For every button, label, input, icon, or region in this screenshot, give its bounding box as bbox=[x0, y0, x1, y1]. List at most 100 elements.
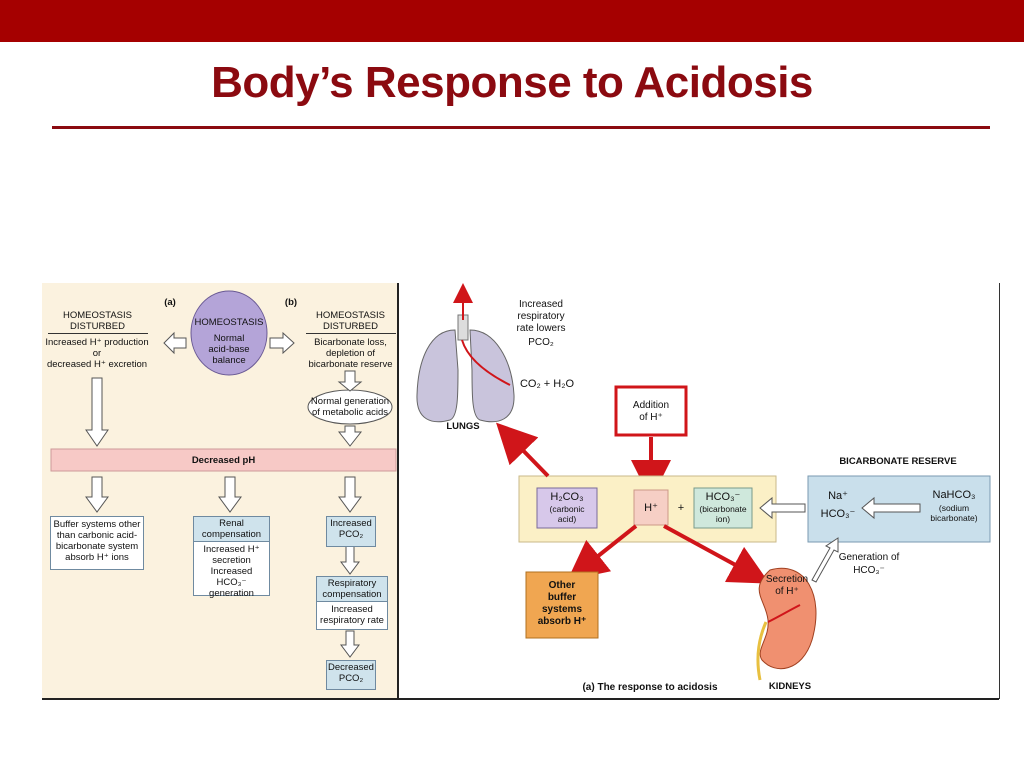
co2-h2o-label: CO₂ + H₂O bbox=[519, 378, 575, 390]
addition-text-1: Addition bbox=[632, 400, 670, 411]
panel-divider bbox=[397, 283, 399, 699]
disturbed-left-title-2: DISTURBED bbox=[70, 321, 125, 332]
kidneys-label: KIDNEYS bbox=[768, 681, 812, 692]
panel-bottom-border bbox=[42, 698, 999, 700]
disturbed-left-text-2: or bbox=[92, 348, 102, 359]
normal-generation-2: of metabolic acids bbox=[311, 407, 389, 418]
dec-pco2-1: Decreased bbox=[328, 662, 374, 673]
arrow-h-to-kidneys bbox=[663, 524, 770, 584]
inc-pco2-1: Increased bbox=[330, 518, 372, 529]
h2co3-label: H₂CO₃ bbox=[550, 491, 584, 503]
other-buffer-box bbox=[525, 571, 599, 639]
h2co3-box bbox=[536, 487, 598, 529]
hco3-sub-1: (bicarbonate bbox=[699, 504, 747, 514]
diagram-caption: (a) The response to acidosis bbox=[582, 682, 718, 693]
dec-pco2-2: PCO₂ bbox=[338, 673, 364, 684]
h-ion-box bbox=[633, 489, 669, 526]
other-buffer-text-4: absorb H⁺ bbox=[537, 616, 587, 627]
disturbed-left-text-3: decreased H⁺ excretion bbox=[46, 359, 148, 370]
hollow-arrow-resp-to-dec bbox=[340, 630, 360, 658]
decreased-ph-label: Decreased pH bbox=[191, 455, 256, 466]
renal-body-3: Increased HCO₃⁻ bbox=[210, 566, 253, 588]
hollow-arrow-ph-to-buffer bbox=[85, 476, 109, 513]
hollow-arrow-down-left bbox=[85, 377, 109, 447]
buffer-systems-box: Buffer systems other than carbonic acid-… bbox=[50, 516, 144, 570]
generation-text-1: Generation of bbox=[838, 552, 900, 563]
secretion-text-2: of H⁺ bbox=[775, 586, 799, 597]
hco3-sub-2: ion) bbox=[715, 514, 731, 524]
resp-note-1: Increased bbox=[519, 299, 563, 310]
nahco3-label: NaHCO₃ bbox=[932, 489, 976, 501]
hollow-arrow-ph-to-renal bbox=[218, 476, 242, 513]
resp-note-2: respiratory bbox=[517, 311, 565, 322]
homeostasis-text-2: acid-base bbox=[208, 344, 250, 355]
respiratory-compensation-box: Respiratory compensation Increased respi… bbox=[316, 576, 388, 630]
h-ion-label: H⁺ bbox=[644, 502, 658, 514]
hollow-arrow-left bbox=[163, 331, 187, 355]
other-buffer-text-2: buffer bbox=[547, 592, 577, 603]
hollow-arrow-pco2-to-resp bbox=[340, 545, 360, 575]
arrow-h-to-lungs bbox=[496, 422, 550, 478]
homeostasis-title: HOMEOSTASIS bbox=[194, 317, 264, 328]
homeostasis-text-1: Normal bbox=[213, 333, 245, 344]
hollow-arrow-down-right bbox=[337, 425, 363, 447]
plus-sign: + bbox=[677, 502, 685, 514]
disturbed-left-rule bbox=[48, 333, 148, 334]
nahco3-sub-1: (sodium bbox=[938, 503, 970, 513]
decreased-pco2-box: Decreased PCO₂ bbox=[326, 660, 376, 690]
resp-head-1: Respiratory bbox=[327, 578, 377, 589]
na-hco3-label: HCO₃⁻ bbox=[820, 508, 856, 520]
generation-text-2: HCO₃⁻ bbox=[853, 565, 885, 576]
lungs-label: LUNGS bbox=[446, 421, 480, 432]
h2co3-sub-1: (carbonic bbox=[549, 504, 585, 514]
hollow-arrow-right bbox=[269, 331, 295, 355]
disturbed-left-title-1: HOMEOSTASIS bbox=[63, 310, 132, 321]
na-label: Na⁺ bbox=[828, 490, 848, 502]
disturbed-right-title-1: HOMEOSTASIS bbox=[316, 310, 385, 321]
slide-title: Body’s Response to Acidosis bbox=[211, 58, 813, 107]
resp-note-3: rate lowers bbox=[516, 323, 566, 334]
disturbed-right-text-2: depletion of bbox=[325, 348, 376, 359]
inc-pco2-2: PCO₂ bbox=[338, 529, 364, 540]
resp-note-4: PCO₂ bbox=[528, 337, 554, 348]
resp-head-2: compensation bbox=[322, 589, 382, 600]
resp-body-1: Increased bbox=[331, 604, 373, 615]
other-buffer-text-3: systems bbox=[541, 604, 583, 615]
buffer-text-1: Buffer systems other bbox=[53, 519, 141, 530]
title-underline bbox=[52, 126, 990, 129]
disturbed-left-text-1: Increased H⁺ production bbox=[45, 337, 149, 348]
normal-generation-1: Normal generation bbox=[310, 396, 390, 407]
homeostasis-circle bbox=[190, 290, 268, 376]
h2co3-sub-2: acid) bbox=[557, 514, 577, 524]
renal-head-1: Renal bbox=[219, 518, 244, 529]
nahco3-sub-2: bicarbonate) bbox=[930, 513, 978, 523]
bicarbonate-reserve-label: BICARBONATE RESERVE bbox=[839, 456, 957, 467]
hollow-arrow-nahco3-to-na bbox=[861, 496, 921, 520]
renal-head-2: compensation bbox=[201, 529, 262, 540]
renal-body-2: secretion bbox=[212, 555, 251, 566]
homeostasis-text-3: balance bbox=[212, 355, 246, 366]
label-b: (b) bbox=[284, 297, 298, 308]
hco3-label: HCO₃⁻ bbox=[705, 491, 741, 503]
arrow-h-to-other-buffer bbox=[567, 524, 638, 581]
decreased-ph-band bbox=[50, 448, 397, 472]
buffer-text-3: bicarbonate system bbox=[55, 541, 139, 552]
other-buffer-text-1: Other bbox=[548, 580, 576, 591]
kidney-illustration bbox=[756, 567, 817, 681]
disturbed-right-text-1: Bicarbonate loss, bbox=[314, 337, 387, 348]
hollow-arrow-generation bbox=[811, 537, 839, 583]
buffer-text-4: absorb H⁺ ions bbox=[65, 552, 129, 563]
addition-box bbox=[614, 385, 688, 437]
increased-pco2-box: Increased PCO₂ bbox=[326, 516, 376, 547]
renal-body-1: Increased H⁺ bbox=[203, 544, 260, 555]
disturbed-right-title-2: DISTURBED bbox=[323, 321, 378, 332]
hco3-box bbox=[693, 487, 753, 529]
hollow-arrow-reserve-to-band bbox=[759, 496, 806, 520]
secretion-text-1: Secretion bbox=[765, 574, 809, 585]
label-a: (a) bbox=[164, 297, 176, 308]
top-accent-bar bbox=[0, 0, 1024, 42]
renal-compensation-box: Renal compensation Increased H⁺ secretio… bbox=[193, 516, 270, 599]
disturbed-right-rule bbox=[306, 333, 396, 334]
addition-text-2: of H⁺ bbox=[639, 412, 663, 423]
